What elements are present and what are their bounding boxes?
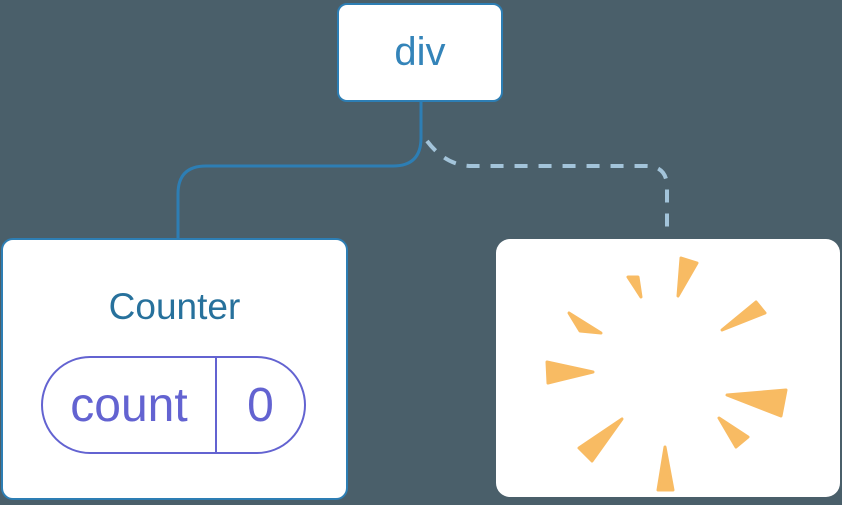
- poof-ray: [717, 416, 750, 449]
- edge-root-to-counter: [176, 102, 423, 239]
- state-key-cell: count: [43, 358, 217, 452]
- state-pill: count 0: [41, 356, 306, 454]
- poof-ray: [676, 256, 699, 298]
- poof-ray: [567, 311, 603, 335]
- counter-title: Counter: [108, 286, 241, 327]
- edge-root-to-removed: [425, 139, 669, 237]
- poof-ray: [626, 275, 643, 299]
- poof-ray: [577, 417, 624, 463]
- removed-node: [496, 239, 840, 497]
- poof-ray: [725, 388, 788, 418]
- root-node-label: div: [394, 30, 446, 74]
- state-value: 0: [247, 378, 274, 432]
- root-node: div: [337, 3, 503, 102]
- poof-ray: [545, 360, 595, 385]
- poof-icon: [545, 256, 788, 492]
- counter-node: Counter count 0: [1, 238, 348, 500]
- poof-ray: [656, 445, 675, 492]
- poof-ray: [720, 300, 767, 332]
- state-key: count: [70, 378, 188, 432]
- state-value-cell: 0: [217, 358, 304, 452]
